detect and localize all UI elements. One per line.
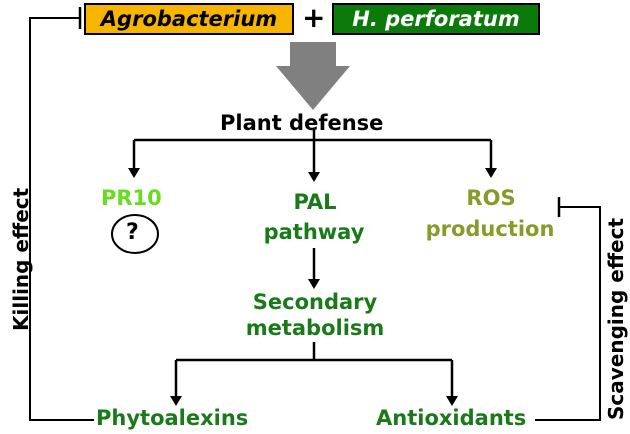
phytoalexins-label: Phytoalexins	[96, 406, 249, 430]
h-perforatum-label: H. perforatum	[352, 7, 520, 31]
agrobacterium-box: Agrobacterium	[84, 3, 294, 35]
agrobacterium-label: Agrobacterium	[100, 7, 278, 31]
question-circle	[111, 214, 159, 254]
production-label: production	[425, 217, 555, 241]
killing-effect-path	[29, 17, 94, 421]
ros-label: ROS	[466, 186, 516, 210]
pathway-label: pathway	[263, 220, 365, 244]
metabolism-label: metabolism	[245, 316, 385, 340]
scavenging-effect-label: Scavenging effect	[604, 217, 628, 420]
plant-defense-label: Plant defense	[220, 111, 384, 135]
pr10-label: PR10	[101, 186, 162, 210]
plus-sign: +	[302, 1, 326, 34]
question-mark: ?	[126, 220, 139, 245]
secondary-label: Secondary	[252, 290, 378, 314]
killing-effect-label: Killing effect	[9, 187, 33, 331]
pal-label: PAL	[293, 190, 337, 214]
big-down-arrow	[276, 42, 350, 110]
h-perforatum-box: H. perforatum	[332, 3, 540, 35]
scavenging-effect-path	[535, 206, 601, 421]
antioxidants-label: Antioxidants	[376, 406, 527, 430]
